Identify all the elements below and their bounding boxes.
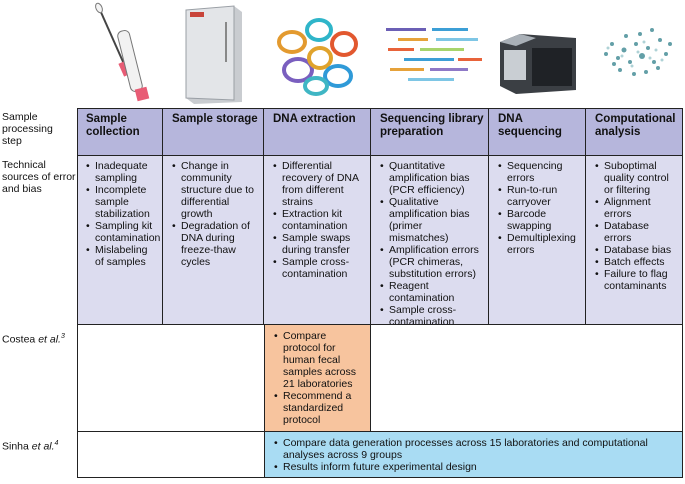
header-library-preparation: Sequencing library preparation xyxy=(371,108,489,156)
table-frame xyxy=(77,108,683,478)
swab-tube-icon xyxy=(88,2,168,106)
sequencer-machine-icon xyxy=(496,28,580,100)
list-item: Barcode swapping xyxy=(498,208,581,232)
row-label-sinha: Sinha et al.4 xyxy=(2,440,59,453)
list-item: Recommend a standardized protocol xyxy=(274,390,366,426)
cell-sample-storage: Change in community structure due to dif… xyxy=(163,156,264,324)
sequencing-library-fragments-icon xyxy=(384,20,488,94)
cell-dna-extraction: Differential recovery of DNA from differ… xyxy=(264,156,371,324)
cell-dna-sequencing: Sequencing errorsRun-to-run carryoverBar… xyxy=(489,156,586,324)
freezer-icon xyxy=(180,2,248,106)
list-item: Demultiplexing errors xyxy=(498,232,581,256)
list-item: Database bias xyxy=(595,244,678,256)
row-label-step: Sample processing step xyxy=(2,111,53,147)
list-item: Extraction kit contamination xyxy=(273,208,366,232)
row-label-costea: Costea et al.3 xyxy=(2,333,65,346)
header-dna-extraction: DNA extraction xyxy=(264,108,371,156)
dna-plasmid-rings-icon xyxy=(272,10,364,102)
list-item: Compare data generation processes across… xyxy=(274,437,676,461)
list-item: Sample cross-contamination xyxy=(380,304,484,328)
list-item: Results inform future experimental desig… xyxy=(274,461,676,473)
list-item: Sample cross-contamination xyxy=(273,256,366,280)
list-item: Alignment errors xyxy=(595,196,678,220)
list-item: Amplification errors (PCR chimeras, subs… xyxy=(380,244,484,280)
row-label-sources: Technical sources of error and bias xyxy=(2,159,76,195)
list-item: Degradation of DNA during freeze-thaw cy… xyxy=(172,220,259,268)
row-divider xyxy=(77,324,683,325)
sinha-study-box: Compare data generation processes across… xyxy=(265,432,682,477)
column-divider xyxy=(264,432,265,478)
list-item: Sequencing errors xyxy=(498,160,581,184)
list-item: Differential recovery of DNA from differ… xyxy=(273,160,366,208)
list-item: Reagent contamination xyxy=(380,280,484,304)
list-item: Batch effects xyxy=(595,256,678,268)
list-item: Change in community structure due to dif… xyxy=(172,160,259,220)
list-item: Sampling kit contamination xyxy=(86,220,160,244)
header-sample-storage: Sample storage xyxy=(163,108,264,156)
scatter-plot-icon xyxy=(596,14,680,98)
list-item: Sample swaps during transfer xyxy=(273,232,366,256)
list-item: Quantitative amplification bias (PCR eff… xyxy=(380,160,484,196)
list-item: Compare protocol for human fecal samples… xyxy=(274,330,366,390)
header-sample-collection: Sample collection xyxy=(77,108,163,156)
costea-study-box: Compare protocol for human fecal samples… xyxy=(264,325,371,431)
list-item: Qualitative amplification bias (primer m… xyxy=(380,196,484,244)
list-item: Incomplete sample stabilization xyxy=(86,184,158,220)
list-item: Inadequate sampling xyxy=(86,160,158,184)
list-item: Run-to-run carryover xyxy=(498,184,581,208)
header-computational-analysis: Computational analysis xyxy=(586,108,683,156)
cell-library-preparation: Quantitative amplification bias (PCR eff… xyxy=(371,156,489,328)
row-divider xyxy=(77,431,683,432)
list-item: Failure to flag contaminants xyxy=(595,268,678,292)
header-dna-sequencing: DNA sequencing xyxy=(489,108,586,156)
cell-sample-collection: Inadequate samplingIncomplete sample sta… xyxy=(77,156,163,324)
list-item: Suboptimal quality control or filtering xyxy=(595,160,678,196)
cell-computational-analysis: Suboptimal quality control or filteringA… xyxy=(586,156,683,324)
list-item: Database errors xyxy=(595,220,678,244)
list-item: Mislabeling of samples xyxy=(86,244,158,268)
